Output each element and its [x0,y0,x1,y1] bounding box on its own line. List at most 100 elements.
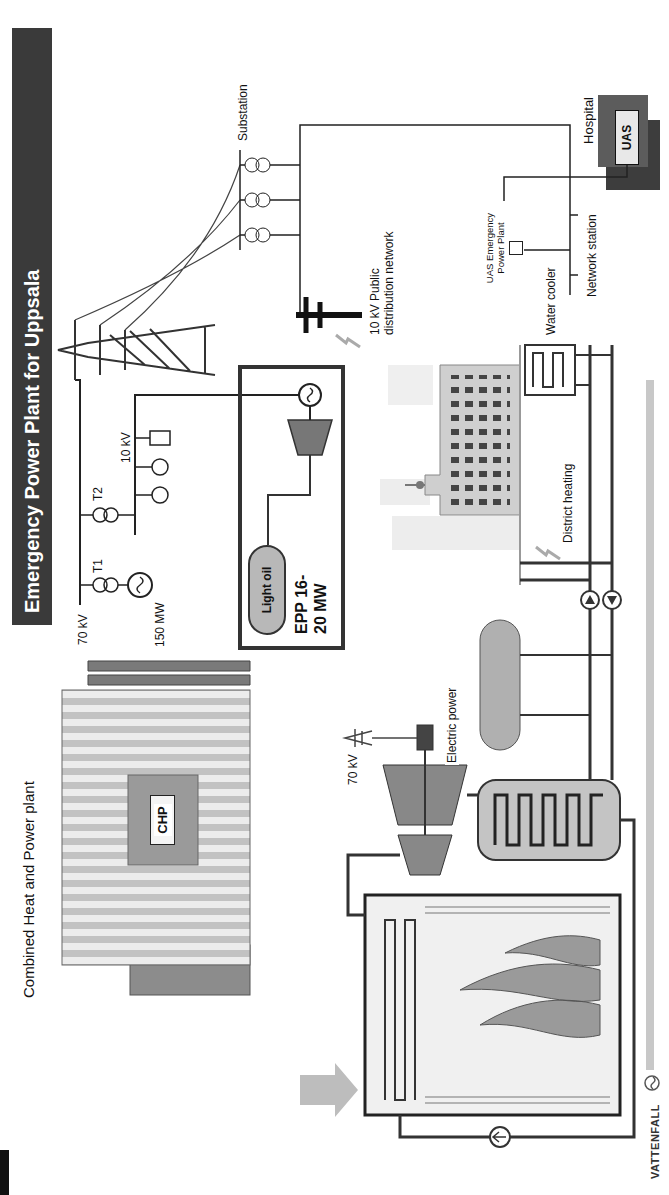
flame [460,936,600,1038]
footer-bar [646,380,654,1070]
uas-box: UAS [615,110,639,165]
boiler [365,895,620,1115]
building-hall [62,690,250,965]
pylon [58,320,215,380]
label-slot: Water cooler [541,265,559,337]
town-backdrop [392,516,520,550]
node-text: Combined Heat and Power plant [20,779,38,1000]
steam-line [348,855,400,915]
label-slot: 70 kV [73,612,91,647]
exhaust-line [467,794,478,797]
transformer-symbol [245,228,259,242]
schematic-label: Substation [236,82,250,143]
label-slot: T1 [88,557,106,575]
transformer-symbol [256,228,270,242]
town-ground [519,345,521,585]
label-slot: T2 [88,485,106,503]
label-slot: Electric power [442,686,460,765]
node-text: Light oil [260,567,274,614]
load-leads [135,438,152,495]
steam-turbine [398,835,452,875]
building-group: Combined Heat and Power plant CHP [20,650,250,1000]
label-slot: 10 kV [116,430,134,465]
superheater [385,920,415,1100]
brand-name: VATTENFALL [648,1102,662,1181]
pump-arrow [585,595,617,605]
feedwater-line [400,820,634,1137]
building-core [128,775,198,865]
hospital-building: Hospital UAS [579,95,660,190]
transformer-symbol [104,578,118,592]
power-lines [75,165,240,330]
flow-arrow [536,547,560,559]
schematic-label: District heating [561,462,575,545]
brand-logo [651,1077,655,1089]
generator-symbol [509,241,523,255]
schematic-label: 70 kV [346,752,360,787]
chp-building [62,661,358,1117]
schematic-label: 70 kV [76,612,90,647]
town-building [425,365,520,515]
node-text: Hospital [581,95,597,146]
label-slot: 10 kV Public distribution network [368,219,396,337]
title-band: Emergency Power Plant for Uppsala [12,28,52,625]
transformer-symbol [245,158,259,172]
plant-label-box: CHP [150,795,175,845]
corner-bar [0,1150,9,1195]
steam-cycle [345,345,634,1147]
water-cooler [525,345,575,395]
label-slot: Substation [233,82,251,143]
substation-wiring [240,125,570,315]
busbar-70kv [75,380,80,605]
cooler-leads [575,355,612,385]
hospital-illustration [598,95,660,190]
turbine-shaft [424,750,426,835]
generator-sine [137,577,143,593]
node-text: EPP 16-20 MW [292,558,330,634]
schematic-label: 10 kV [119,430,133,465]
schematic-label: T2 [91,485,105,503]
pump-symbol [490,1127,510,1147]
chimney [88,661,250,685]
transformer-symbol [93,508,107,522]
hospital-block [598,95,648,167]
motor-symbol [152,487,168,503]
transformer-symbol [256,158,270,172]
schematic-label: Electric power [445,686,459,765]
generator-sine [308,388,313,402]
oil-tank: Light oil [248,545,286,635]
fuel-line [268,455,310,545]
town-backdrop [388,365,433,405]
transformer-symbol [245,193,259,207]
town-spire [416,481,424,489]
slide-title: Emergency Power Plant for Uppsala [12,28,52,613]
node-text: CHP [154,804,172,835]
flow-arrow [336,335,360,347]
schematic-label: Water cooler [544,265,558,337]
label-slot: 150 MW [150,600,168,649]
generator-box [417,725,433,750]
wall-tubes [425,907,610,1103]
schematic-label: 150 MW [153,600,167,649]
turbine-shaft [309,406,311,420]
condenser-coil [495,795,603,845]
schematic-label: 10 kV Public distribution network [368,219,396,337]
load-symbol [150,431,170,445]
pump-arrow [493,1132,506,1142]
motor-symbol [152,459,168,475]
generator-symbol [299,384,321,406]
label-slot: Network station [582,212,600,299]
town-windows [450,375,510,505]
busbar-10kv [135,395,299,535]
heat-accumulator [480,620,520,750]
town-illustration [380,345,520,585]
brand-logo [645,1076,659,1090]
pole-crossarm [306,297,320,333]
schematic-label: T1 [91,557,105,575]
cooler-coil [533,353,563,387]
label-slot: District heating [558,462,576,545]
generator-lead [372,737,417,739]
